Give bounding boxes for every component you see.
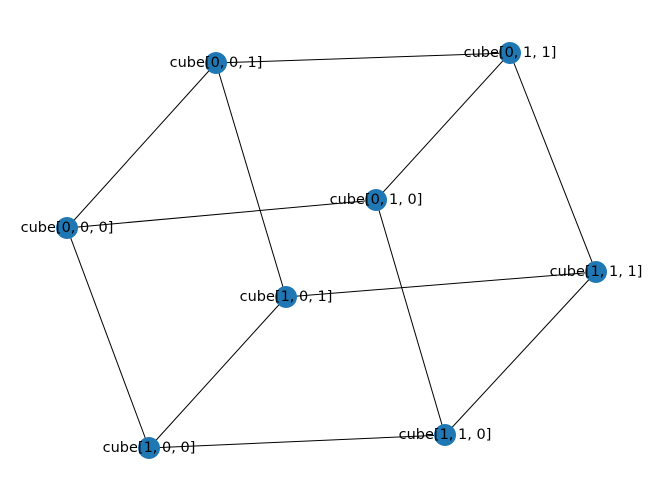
graph-node — [138, 437, 160, 459]
node-label: cube[0, 1, 0] — [330, 192, 423, 208]
graph-edge — [375, 52, 511, 201]
graph-edge — [215, 62, 287, 298]
graph-node — [434, 424, 456, 446]
node-label: cube[1, 0, 1] — [240, 289, 333, 305]
graph-edge — [215, 52, 511, 64]
node-label: cube[0, 0, 1] — [170, 55, 263, 71]
graph-node — [499, 42, 521, 64]
graph-edge — [375, 199, 446, 436]
graph-edges-layer — [66, 52, 597, 449]
graph-edge — [285, 271, 597, 298]
graph-node — [365, 189, 387, 211]
node-label: cube[0, 1, 1] — [464, 45, 557, 61]
graph-labels-layer: cube[0, 0, 0] cube[0, 0, 1] cube[0, 1, 0] c… — [21, 45, 643, 456]
node-label: cube[1, 1, 0] — [399, 427, 492, 443]
graph-edge — [66, 199, 377, 229]
graph-edge — [444, 271, 597, 436]
graph-edge — [509, 52, 597, 273]
graph-node — [56, 217, 78, 239]
node-label: cube[1, 0, 0] — [103, 440, 196, 456]
graph-node — [585, 261, 607, 283]
node-label: cube[0, 0, 0] — [21, 220, 114, 236]
graph-edge — [148, 296, 287, 449]
graph-edge — [148, 434, 446, 449]
graph-edge — [66, 62, 217, 229]
graph-node — [205, 52, 227, 74]
node-label: cube[1, 1, 1] — [550, 264, 643, 280]
graph-edge — [66, 227, 150, 449]
graph-node — [275, 286, 297, 308]
graph-nodes-layer — [56, 42, 607, 459]
